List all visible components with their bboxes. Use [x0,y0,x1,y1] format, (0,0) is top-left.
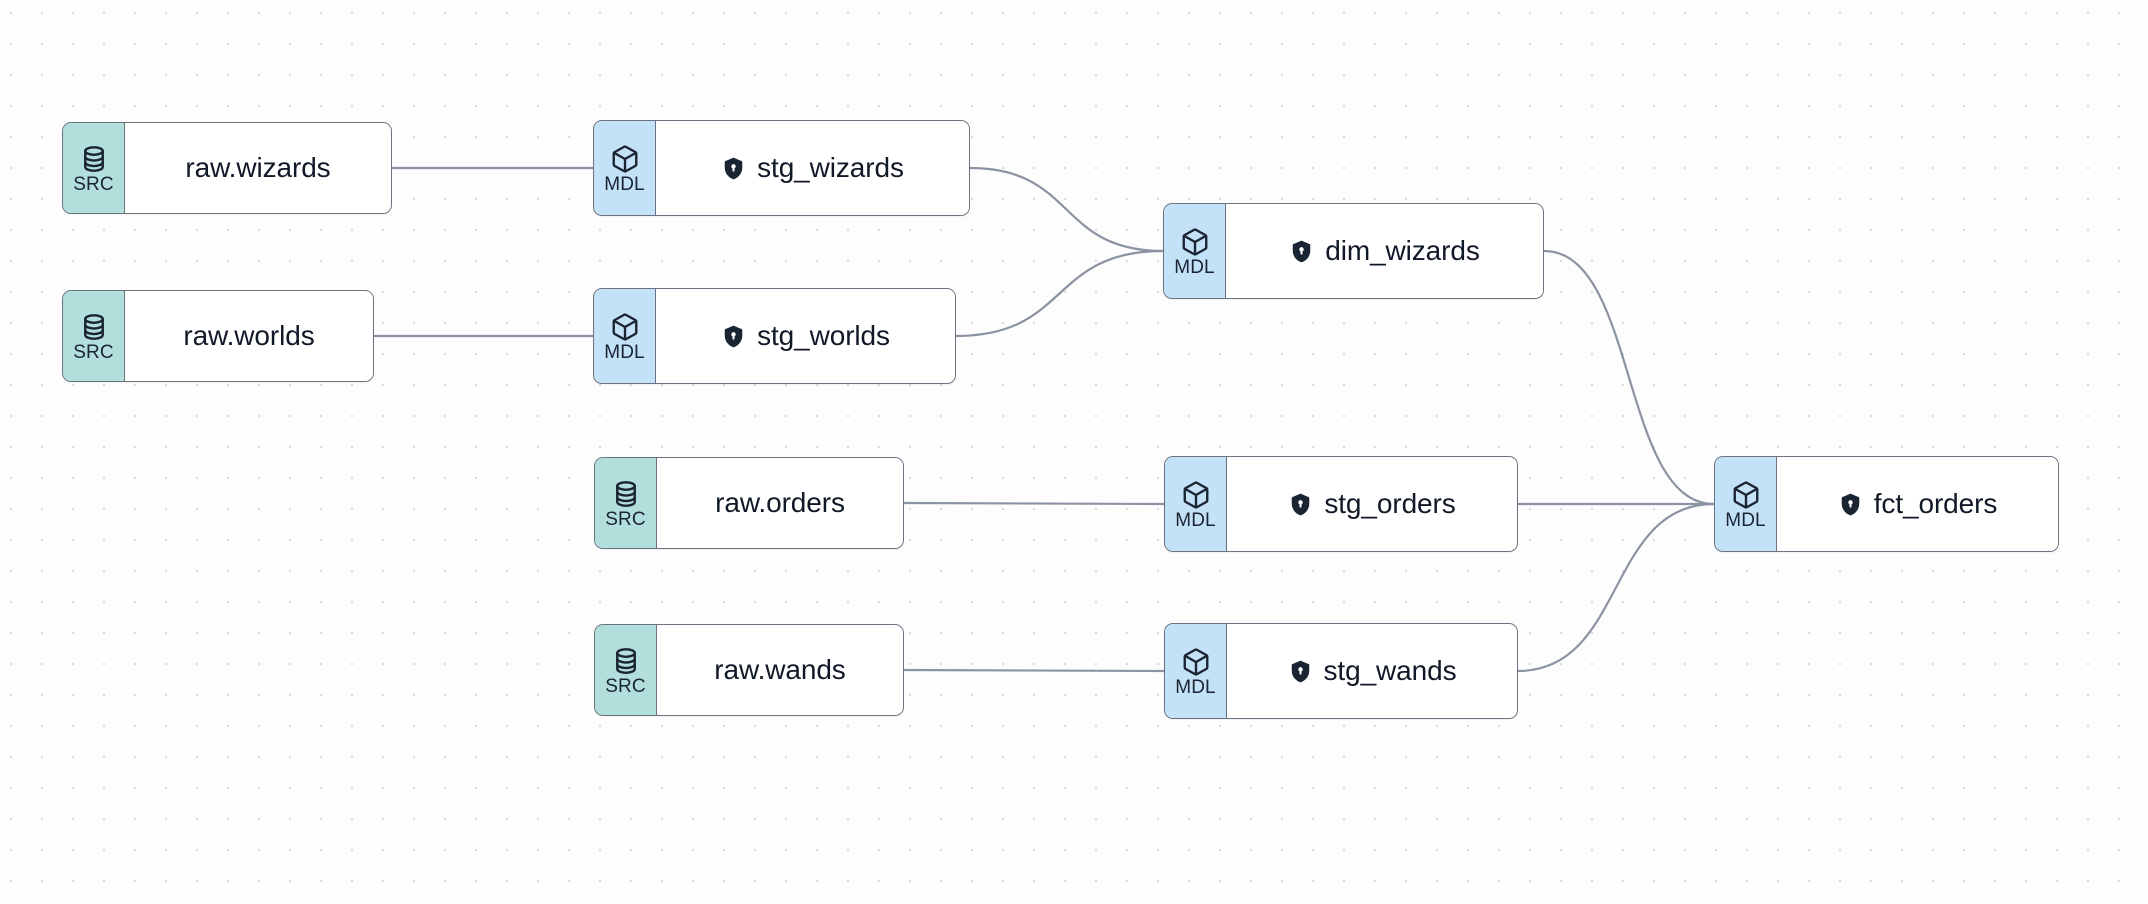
lineage-node-raw_orders[interactable]: SRC raw.orders [594,457,904,549]
shield-lock-icon [721,156,746,181]
cube-icon [610,144,640,174]
node-badge-mdl: MDL [594,121,656,215]
database-icon [611,479,641,509]
lineage-edge-raw_orders-to-stg_orders [902,501,1166,506]
shield-lock-icon [1288,492,1313,517]
node-badge-label: SRC [605,676,646,697]
node-badge-label: MDL [604,342,645,363]
node-badge-label: MDL [604,174,645,195]
node-body: raw.orders [657,458,903,548]
node-badge-mdl: MDL [1165,457,1227,551]
node-body: stg_orders [1227,457,1517,551]
cube-icon [1180,227,1210,257]
node-badge-label: MDL [1725,510,1766,531]
node-label: raw.wands [714,654,846,685]
lineage-node-stg_orders[interactable]: MDL stg_orders [1164,456,1518,552]
node-label: stg_wands [1323,655,1457,686]
node-label: fct_orders [1873,488,1998,519]
node-body: raw.wands [657,625,903,715]
node-label: raw.worlds [183,320,315,351]
node-badge-label: SRC [605,509,646,530]
lineage-node-stg_wands[interactable]: MDL stg_wands [1164,623,1518,719]
node-badge-label: SRC [73,342,114,363]
node-badge-src: SRC [595,458,657,548]
lineage-edge-dim_wizards-to-fct_orders [1542,249,1716,506]
lineage-edge-raw_wands-to-stg_wands [902,668,1166,673]
lineage-edge-stg_worlds-to-dim_wizards [954,249,1165,338]
shield-lock-icon [1288,659,1313,684]
cube-icon [1181,647,1211,677]
lineage-node-raw_wizards[interactable]: SRC raw.wizards [62,122,392,214]
lineage-node-raw_worlds[interactable]: SRC raw.worlds [62,290,374,382]
lineage-node-dim_wizards[interactable]: MDL dim_wizards [1163,203,1544,299]
node-body: stg_wands [1227,624,1517,718]
node-badge-mdl: MDL [1165,624,1227,718]
node-label: dim_wizards [1325,235,1480,266]
shield-lock-icon [1838,492,1863,517]
node-body: stg_worlds [656,289,955,383]
node-body: raw.wizards [125,123,391,213]
lineage-node-fct_orders[interactable]: MDL fct_orders [1714,456,2059,552]
node-badge-src: SRC [63,123,125,213]
node-body: dim_wizards [1226,204,1543,298]
lineage-node-stg_wizards[interactable]: MDL stg_wizards [593,120,970,216]
node-badge-src: SRC [63,291,125,381]
lineage-node-raw_wands[interactable]: SRC raw.wands [594,624,904,716]
cube-icon [1181,480,1211,510]
database-icon [79,144,109,174]
node-badge-label: MDL [1174,257,1215,278]
node-badge-label: MDL [1175,677,1216,698]
database-icon [611,646,641,676]
node-label: stg_worlds [757,320,890,351]
shield-lock-icon [1289,239,1314,264]
node-badge-label: MDL [1175,510,1216,531]
cube-icon [610,312,640,342]
lineage-node-stg_worlds[interactable]: MDL stg_worlds [593,288,956,384]
node-label: raw.orders [715,487,845,518]
lineage-edge-stg_wizards-to-dim_wizards [968,166,1165,253]
database-icon [79,312,109,342]
node-body: fct_orders [1777,457,2058,551]
node-label: stg_orders [1324,488,1456,519]
cube-icon [1731,480,1761,510]
node-body: raw.worlds [125,291,373,381]
node-body: stg_wizards [656,121,969,215]
node-badge-src: SRC [595,625,657,715]
node-badge-label: SRC [73,174,114,195]
node-badge-mdl: MDL [1715,457,1777,551]
shield-lock-icon [721,324,746,349]
node-badge-mdl: MDL [594,289,656,383]
node-badge-mdl: MDL [1164,204,1226,298]
node-label: raw.wizards [185,152,331,183]
lineage-edge-stg_wands-to-fct_orders [1516,502,1716,673]
node-label: stg_wizards [757,152,904,183]
